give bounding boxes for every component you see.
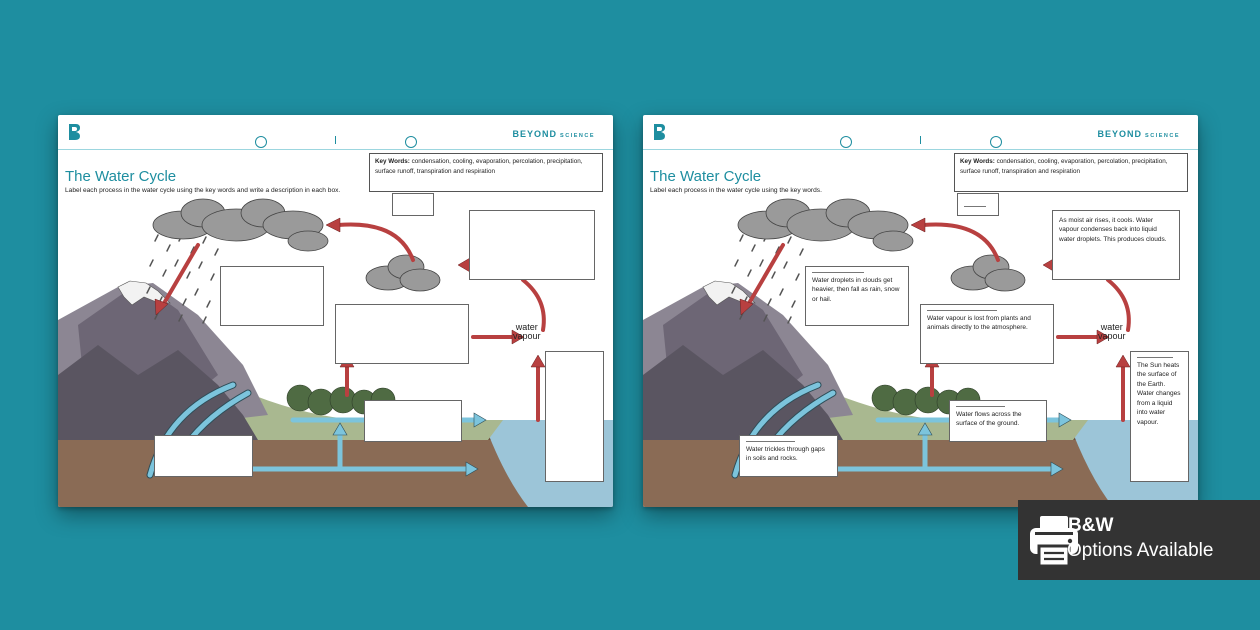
punch-hole <box>255 136 267 148</box>
answer-box-transpiration[interactable] <box>335 304 469 364</box>
answer-text: As moist air rises, it cools. Water vapo… <box>1059 217 1167 243</box>
answer-box-label[interactable] <box>957 193 999 216</box>
worksheet-instructions: Label each process in the water cycle us… <box>650 187 822 194</box>
answer-box-condensation[interactable] <box>469 210 595 280</box>
answer-box-percolation[interactable] <box>154 435 253 477</box>
answer-box-transpiration[interactable]: Water vapour is lost from plants and ani… <box>920 304 1054 364</box>
printer-icon <box>1030 516 1078 568</box>
worksheet-title: The Water Cycle <box>650 168 762 185</box>
beyond-logo <box>652 123 666 141</box>
key-words-box: Key Words: condensation, cooling, evapor… <box>954 153 1188 192</box>
answer-box-label[interactable] <box>392 193 434 216</box>
beyond-logo <box>67 123 81 141</box>
answer-box-precipitation[interactable]: Water droplets in clouds get heavier, th… <box>805 266 909 326</box>
punch-hole <box>840 136 852 148</box>
answer-text: Water trickles through gaps in soils and… <box>746 446 825 463</box>
bw-options-badge: B&W Options Available <box>1018 500 1260 580</box>
answer-box-surface-runoff[interactable] <box>364 400 462 442</box>
answer-box-surface-runoff[interactable]: Water flows across the surface of the gr… <box>949 400 1047 442</box>
answer-text: Water droplets in clouds get heavier, th… <box>812 277 900 303</box>
answer-box-evaporation[interactable]: The Sun heats the surface of the Earth. … <box>1130 351 1189 482</box>
punch-hole <box>990 136 1002 148</box>
answer-text: Water flows across the surface of the gr… <box>956 411 1022 428</box>
answer-box-condensation[interactable]: As moist air rises, it cools. Water vapo… <box>1052 210 1180 280</box>
badge-title: B&W <box>1068 515 1114 536</box>
badge-subtitle: Options Available <box>1067 540 1214 561</box>
answer-text: The Sun heats the surface of the Earth. … <box>1137 362 1181 426</box>
answer-box-percolation[interactable]: Water trickles through gaps in soils and… <box>739 435 838 477</box>
answer-text: Water vapour is lost from plants and ani… <box>927 315 1031 332</box>
worksheet-instructions: Label each process in the water cycle us… <box>65 187 341 194</box>
key-words-box: Key Words: condensation, cooling, evapor… <box>369 153 603 192</box>
answer-box-precipitation[interactable] <box>220 266 324 326</box>
water-vapour-label: water vapour <box>513 322 541 342</box>
header-rule <box>58 149 613 150</box>
water-vapour-label: water vapour <box>1098 322 1126 342</box>
punch-hole <box>405 136 417 148</box>
answer-box-evaporation[interactable] <box>545 351 604 482</box>
fold-mark <box>920 136 921 144</box>
fold-mark <box>335 136 336 144</box>
worksheet-title: The Water Cycle <box>65 168 177 185</box>
water-cycle-illustration <box>643 198 1198 507</box>
header-rule <box>643 149 1198 150</box>
